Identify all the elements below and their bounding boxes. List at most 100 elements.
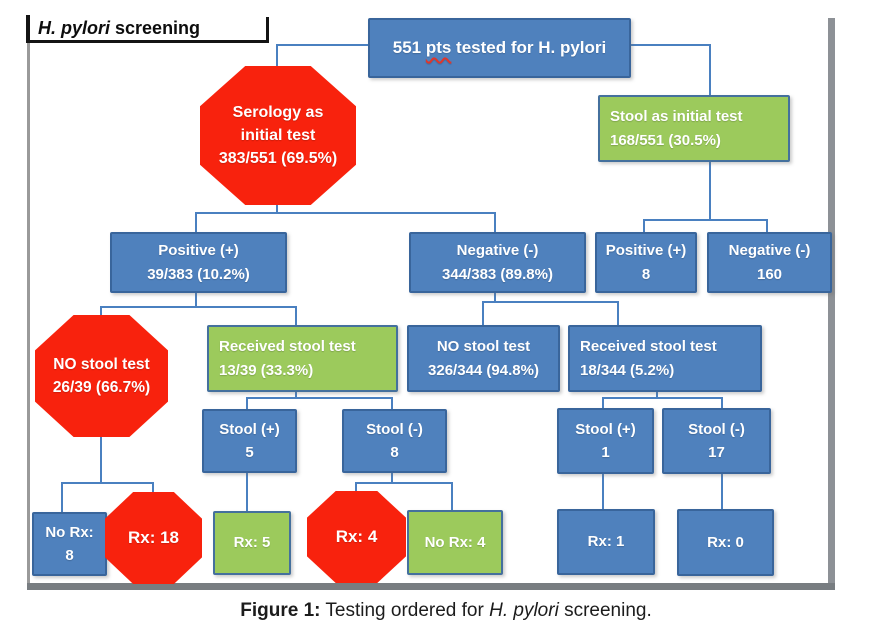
node-line: Positive (+) — [158, 242, 239, 260]
connector — [627, 44, 711, 46]
node-line: Received stool test — [219, 338, 356, 356]
connector — [195, 212, 197, 233]
connector — [721, 397, 723, 409]
connector — [602, 469, 604, 510]
node-line: Stool (+) — [219, 420, 280, 438]
node-line: Received stool test — [580, 338, 717, 356]
frame-right-line — [828, 18, 835, 590]
node-no-rx-8: No Rx: 8 — [32, 512, 107, 576]
connector — [643, 219, 645, 233]
node-line: NO stool test — [436, 338, 531, 356]
connector — [602, 397, 604, 409]
node-line: 5 — [245, 444, 254, 461]
node-line: 383/551 (69.5%) — [218, 150, 338, 168]
root-text-pre: 551 — [392, 37, 426, 57]
node-line: 13/39 (33.3%) — [219, 361, 314, 379]
screening-label-underline — [26, 40, 269, 43]
node-line: Rx: 18 — [127, 528, 180, 547]
frame-left-line — [27, 15, 30, 585]
root-text-pts: pts — [425, 37, 452, 57]
figure-caption-label: Figure 1: — [240, 600, 321, 621]
node-line: 39/383 (10.2%) — [147, 265, 250, 283]
node-no-rx-4: No Rx: 4 — [407, 510, 503, 575]
node-line: 551 pts tested for H. pylori — [393, 35, 607, 61]
node-line: 8 — [641, 265, 651, 283]
connector — [277, 44, 368, 46]
node-stool-initial: Stool as initial test 168/551 (30.5%) — [598, 95, 790, 162]
node-rx-1: Rx: 1 — [557, 509, 655, 575]
node-line: Rx: 4 — [335, 527, 378, 546]
connector — [195, 288, 197, 308]
connector — [246, 397, 393, 399]
connector — [100, 436, 102, 484]
node-line: Negative (-) — [728, 242, 811, 260]
node-line: No Rx: 4 — [424, 533, 486, 551]
node-line: Rx: 0 — [707, 533, 744, 551]
node-stool-neg-8: Stool (-) 8 — [342, 409, 447, 473]
connector — [721, 469, 723, 510]
node-line: Positive (+) — [605, 242, 687, 260]
connector — [494, 212, 496, 233]
connector — [61, 482, 154, 484]
screening-title: H. pylori screening — [38, 16, 268, 40]
connector — [617, 301, 619, 326]
connector — [391, 468, 393, 484]
connector — [482, 301, 484, 326]
root-text-post: tested for H. pylori — [451, 37, 607, 57]
node-rx-0: Rx: 0 — [677, 509, 774, 576]
connector — [656, 387, 658, 399]
node-no-stool-negative: NO stool test 326/344 (94.8%) — [407, 325, 560, 392]
screening-label-border-right — [266, 17, 269, 43]
figure-caption: Figure 1: Testing ordered for H. pylori … — [0, 600, 892, 622]
screening-title-rest: screening — [110, 18, 201, 38]
node-serology-negative: Negative (-) 344/383 (89.8%) — [409, 232, 586, 293]
frame-bottom-line — [27, 583, 835, 590]
figure-caption-text-end: screening. — [558, 600, 652, 621]
node-received-stool-negative: Received stool test 18/344 (5.2%) — [568, 325, 762, 392]
node-stool-pos-5: Stool (+) 5 — [202, 409, 297, 473]
node-serology-positive: Positive (+) 39/383 (10.2%) — [110, 232, 287, 293]
node-line: 17 — [708, 444, 725, 461]
node-line: NO stool test — [53, 355, 150, 373]
node-line: Stool (-) — [688, 420, 745, 438]
figure-caption-italic: H. pylori — [489, 600, 559, 621]
connector — [295, 306, 297, 326]
connector — [709, 44, 711, 97]
node-line: 1 — [601, 444, 610, 461]
node-line: 344/383 (89.8%) — [442, 265, 553, 283]
connector — [602, 397, 723, 399]
node-serology-initial-octagon: Serology as initial test 383/551 (69.5%) — [200, 66, 356, 205]
node-stool-pos-1: Stool (+) 1 — [557, 408, 654, 474]
node-line: Stool (-) — [366, 420, 423, 438]
node-line: 8 — [390, 444, 399, 461]
node-received-stool-positive: Received stool test 13/39 (33.3%) — [207, 325, 398, 392]
connector — [482, 301, 619, 303]
connector — [355, 482, 357, 493]
node-line: Stool as initial test — [610, 108, 743, 126]
connector — [451, 482, 453, 511]
connector — [276, 203, 278, 214]
node-line: 18/344 (5.2%) — [580, 361, 675, 379]
node-rx-4-octagon: Rx: 4 — [307, 491, 406, 583]
node-line: Rx: 1 — [587, 533, 625, 551]
node-line: 26/39 (66.7%) — [52, 379, 151, 396]
connector — [643, 219, 768, 221]
node-stool-negative: Negative (-) 160 — [707, 232, 832, 293]
node-line: 168/551 (30.5%) — [610, 131, 721, 149]
connector — [355, 482, 453, 484]
screening-label-border-left — [26, 15, 30, 43]
node-rx-18-octagon: Rx: 18 — [105, 492, 202, 584]
node-line: Negative (-) — [456, 242, 539, 260]
connector — [494, 288, 496, 303]
connector — [391, 397, 393, 410]
node-551-tested: 551 pts tested for H. pylori — [368, 18, 631, 78]
connector — [295, 387, 297, 399]
screening-title-italic: H. pylori — [38, 18, 111, 38]
connector — [100, 306, 297, 308]
connector — [195, 212, 496, 214]
node-stool-neg-17: Stool (-) 17 — [662, 408, 771, 474]
node-line: No Rx: — [45, 523, 94, 541]
connector — [152, 482, 154, 494]
node-line: Rx: 5 — [233, 534, 271, 552]
node-line: 326/344 (94.8%) — [428, 361, 539, 379]
